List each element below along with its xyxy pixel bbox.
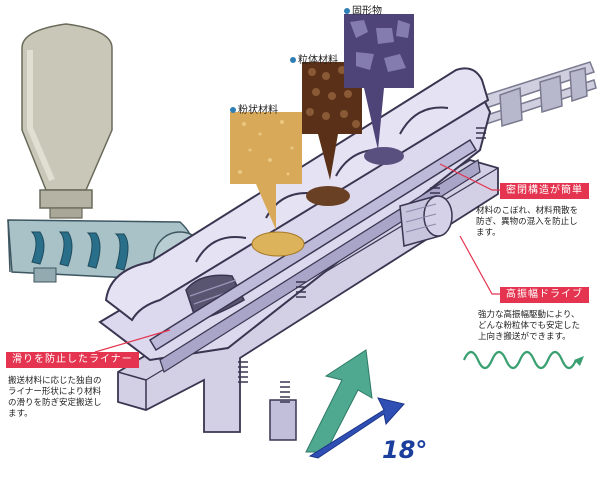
liner-callout-desc: 搬送材料に応じた独自の ライナー形状により材料 の滑りを防ぎ安定搬送し ます。 [8, 376, 102, 420]
powder-label-text: 粉状材料 [238, 105, 278, 116]
bullet-icon [344, 8, 350, 14]
powder-label: 粉状材料 [230, 101, 278, 116]
sealed-desc-line: ます。 [476, 228, 501, 238]
liner-desc-line: の滑りを防ぎ安定搬送し [8, 398, 102, 408]
solid-label: 固形物 [344, 2, 382, 17]
granular-label: 粒体材料 [290, 51, 338, 66]
wave-arrowhead [574, 356, 584, 366]
bullet-icon [290, 57, 296, 63]
solid-thumbnail [344, 14, 414, 150]
drive-desc-line: どんな粉粒体でも安定した [478, 321, 581, 331]
drive-callout-title: 高振幅ドライブ [500, 287, 589, 303]
drive-desc-line: 上向き搬送ができます。 [478, 332, 571, 342]
liner-desc-line: ます。 [8, 409, 33, 419]
drive-desc-line: 強力な高振幅駆動により、 [478, 310, 580, 320]
powder-thumbnail [230, 112, 302, 230]
upper-rail [469, 61, 597, 127]
sealed-desc-line: 材料のこぼれ、材料飛散を [476, 206, 579, 216]
bullet-icon [230, 107, 236, 113]
solid-label-text: 固形物 [352, 6, 382, 17]
sealed-callout-title: 密閉構造が簡単 [500, 183, 589, 199]
liner-callout-title: 滑りを防止したライナー [6, 352, 139, 368]
material-piles [251, 147, 404, 257]
sealed-callout-desc: 材料のこぼれ、材料飛散を 防ぎ、異物の混入を防止し ます。 [476, 206, 578, 239]
sealed-desc-line: 防ぎ、異物の混入を防止し [476, 217, 578, 227]
callout-leaders [94, 163, 500, 353]
liner-desc-line: 搬送材料に応じた独自の [8, 376, 102, 386]
granular-label-text: 粒体材料 [298, 55, 338, 66]
vibration-wave-icon [462, 350, 578, 370]
angle-value: 18° [382, 436, 428, 464]
angle-arrows [305, 349, 405, 459]
hopper [21, 23, 113, 219]
springs [238, 127, 486, 403]
liner-desc-line: ライナー形状により材料 [8, 387, 102, 397]
drive-motor [399, 195, 453, 247]
drive-callout-desc: 強力な高振幅駆動により、 どんな粉粒体でも安定した 上向き搬送ができます。 [478, 310, 580, 343]
